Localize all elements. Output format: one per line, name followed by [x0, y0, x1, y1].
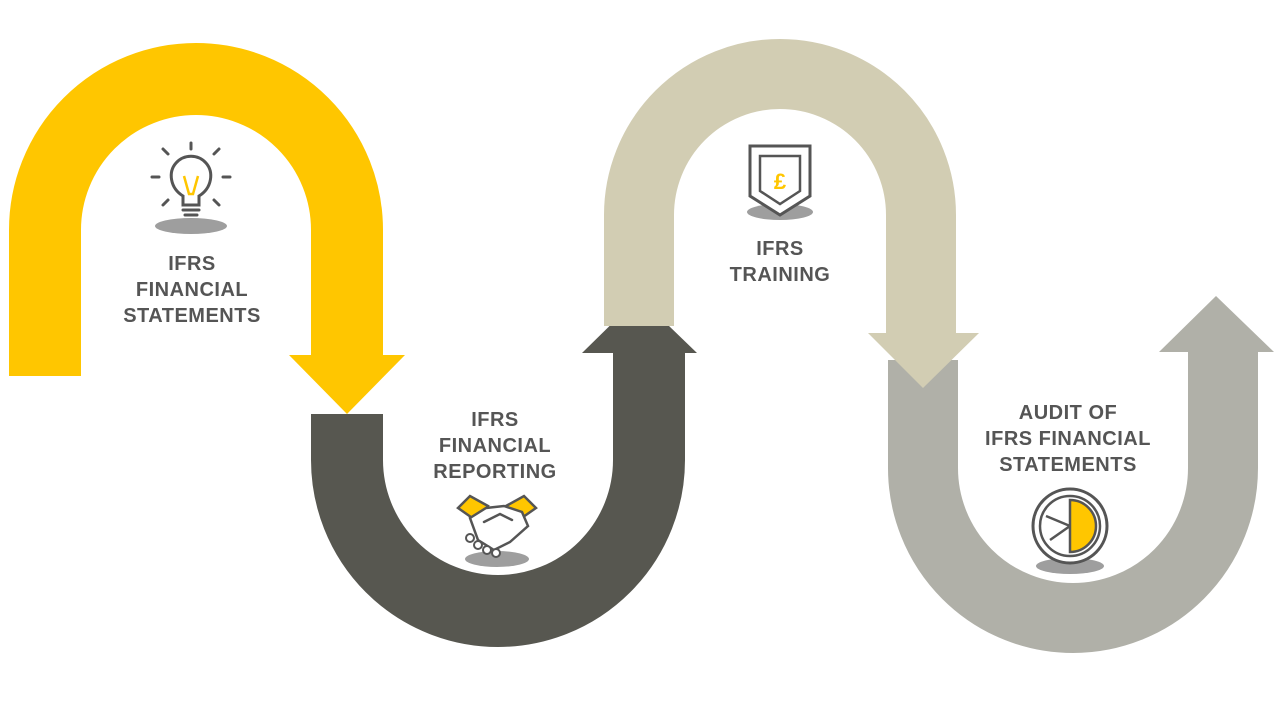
step-1-line-2: FINANCIAL: [135, 279, 249, 301]
step-3-line-2: TRAINING: [729, 264, 831, 286]
dark-u-band: [311, 350, 685, 647]
yellow-down-arrowhead: [289, 355, 405, 414]
yellow-arch-band: [8, 43, 383, 376]
beige-arch-band: [604, 39, 956, 335]
step-1-line-3: STATEMENTS: [123, 305, 261, 327]
step-4-line-2: IFRS FINANCIAL: [985, 428, 1151, 450]
step-3-line-1: IFRS: [756, 238, 804, 260]
handshake-icon: [456, 494, 538, 567]
step-2-line-3: REPORTING: [433, 461, 557, 483]
gray-up-arrowhead: [1159, 296, 1274, 352]
step-1-line-1: IFRS: [168, 253, 216, 275]
pie-chart-icon: [1031, 487, 1109, 574]
step-4-line-3: STATEMENTS: [999, 454, 1137, 476]
lightbulb-icon: [150, 141, 232, 234]
step-4-line-1: AUDIT OF: [1018, 402, 1118, 424]
pound-shield-icon: £: [747, 144, 813, 220]
step-4-label: AUDIT OF IFRS FINANCIAL STATEMENTS: [958, 400, 1178, 478]
step-1-label: IFRS FINANCIAL STATEMENTS: [92, 251, 292, 329]
step-2-label: IFRS FINANCIAL REPORTING: [395, 407, 595, 485]
step-2-line-1: IFRS: [471, 409, 519, 431]
step-2-line-2: FINANCIAL: [438, 435, 552, 457]
gray-u-band: [888, 350, 1258, 653]
beige-down-arrowhead: [868, 333, 979, 388]
step-3-label: IFRS TRAINING: [680, 236, 880, 288]
svg-text:£: £: [774, 169, 787, 194]
